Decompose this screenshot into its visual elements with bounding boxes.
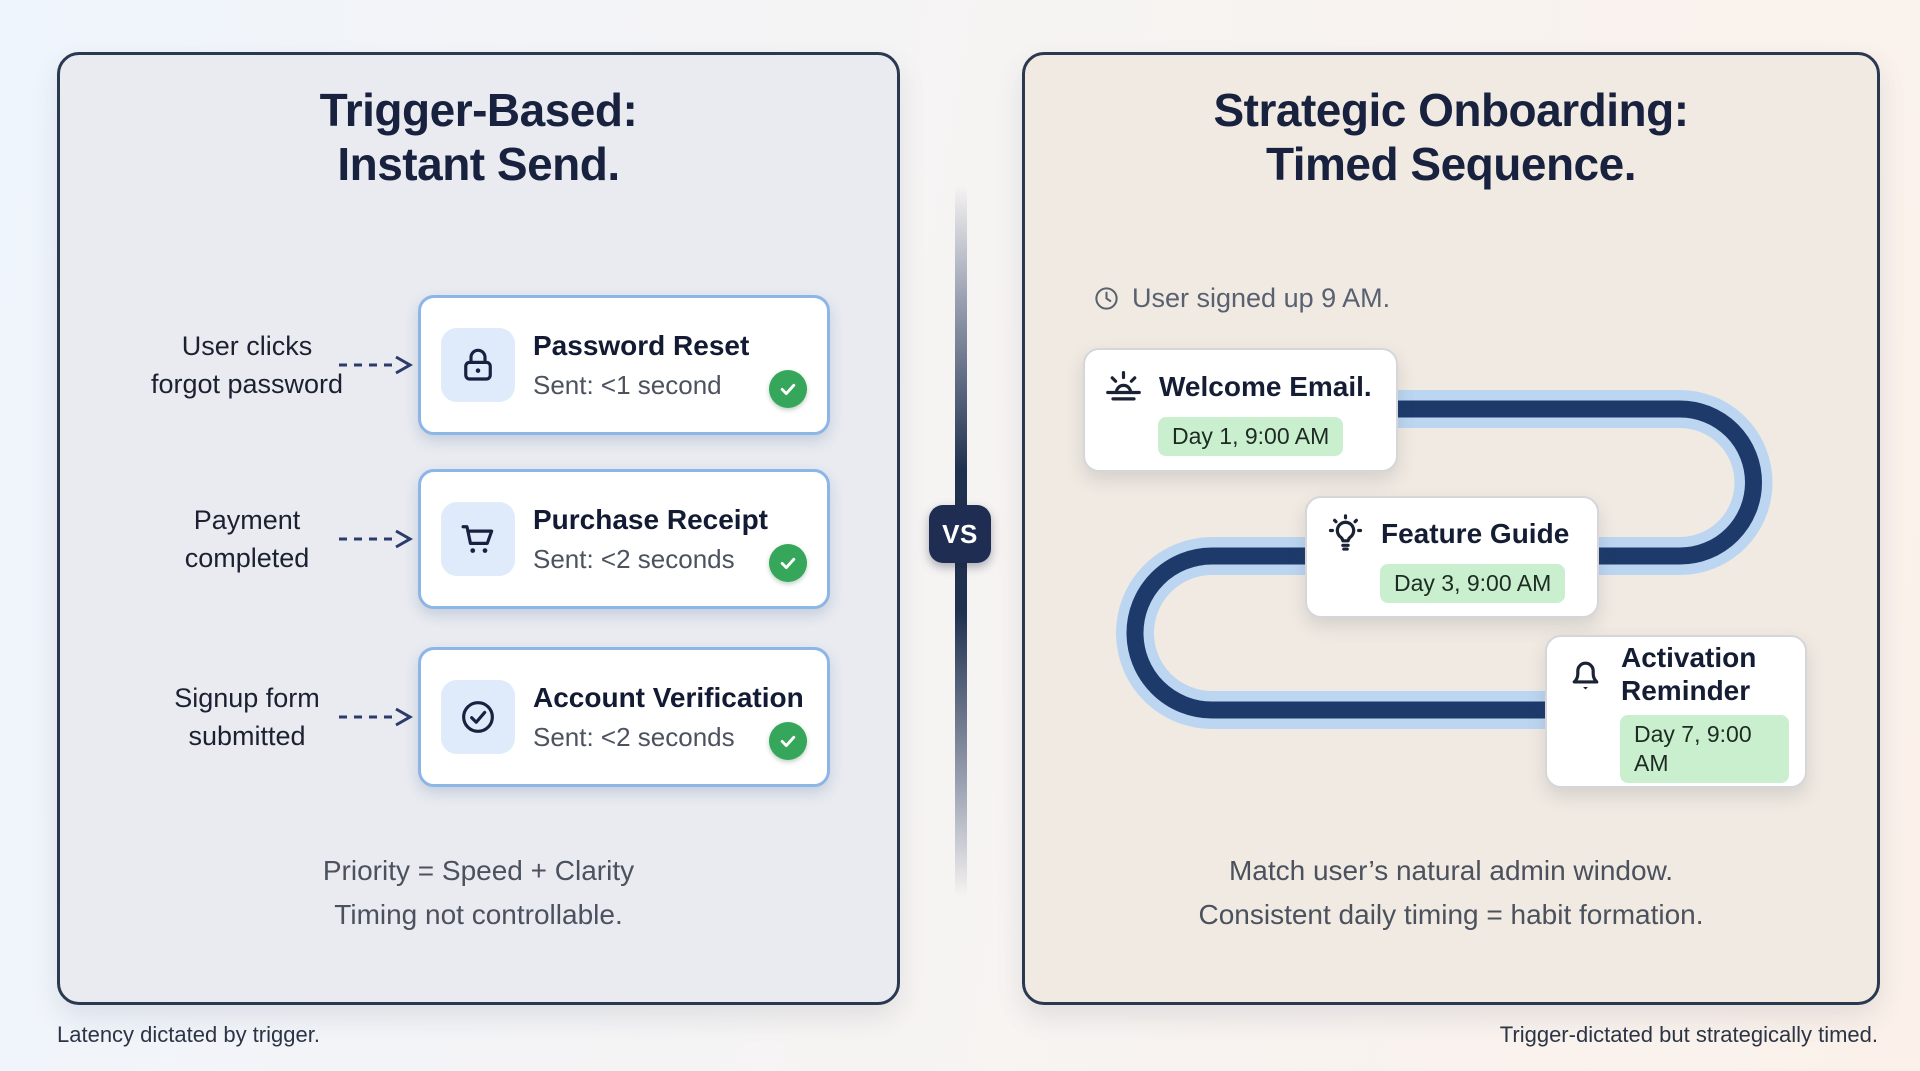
- cart-icon: [441, 502, 515, 576]
- lightbulb-icon: [1323, 511, 1368, 556]
- success-check-icon: [769, 722, 807, 760]
- step-title: Activation Reminder: [1621, 641, 1757, 706]
- email-card-text: Password Reset Sent: <1 second: [533, 329, 749, 401]
- email-card-text: Purchase Receipt Sent: <2 seconds: [533, 503, 768, 575]
- email-card-account-verification: Account Verification Sent: <2 seconds: [418, 647, 830, 787]
- email-sent-time: Sent: <2 seconds: [533, 544, 735, 574]
- step-schedule-badge: Day 3, 9:00 AM: [1380, 564, 1566, 603]
- right-summary-line1: Match user’s natural admin window.: [1228, 855, 1674, 886]
- check-circle-icon: [441, 680, 515, 754]
- trigger-label-line: forgot password: [150, 369, 344, 399]
- step-card-feature-guide: Feature Guide Day 3, 9:00 AM: [1305, 496, 1599, 618]
- right-title-line1: Strategic Onboarding:: [1213, 84, 1689, 136]
- email-sent-time: Sent: <2 seconds: [533, 722, 735, 752]
- success-check-icon: [769, 370, 807, 408]
- trigger-label-payment: Payment completed: [97, 501, 397, 577]
- lock-icon: [441, 328, 515, 402]
- email-sent-time: Sent: <1 second: [533, 370, 722, 400]
- email-card-password-reset: Password Reset Sent: <1 second: [418, 295, 830, 435]
- step-title: Feature Guide: [1381, 518, 1570, 549]
- right-title-line2: Timed Sequence.: [1265, 138, 1637, 190]
- left-title-line1: Trigger-Based:: [319, 84, 638, 136]
- signup-note: User signed up 9 AM.: [1093, 283, 1390, 314]
- step-card-activation-reminder: Activation Reminder Day 7, 9:00 AM: [1545, 635, 1807, 788]
- trigger-label-line: Signup form: [174, 683, 320, 713]
- sunrise-icon: [1101, 364, 1146, 409]
- step-row: Feature Guide: [1323, 511, 1581, 556]
- step-card-welcome-email: Welcome Email. Day 1, 9:00 AM: [1083, 348, 1398, 472]
- trigger-label-signup: Signup form submitted: [97, 679, 397, 755]
- left-panel-summary: Priority = Speed + Clarity Timing not co…: [60, 849, 897, 937]
- left-summary-line1: Priority = Speed + Clarity: [322, 855, 635, 886]
- trigger-label-forgot-password: User clicks forgot password: [97, 327, 397, 403]
- step-pill-wrap: Day 1, 9:00 AM: [1158, 417, 1380, 456]
- footer-right: Trigger-dictated but strategically timed…: [1499, 1022, 1878, 1047]
- right-panel-summary: Match user’s natural admin window. Consi…: [1025, 849, 1877, 937]
- right-summary-line2: Consistent daily timing = habit formatio…: [1198, 899, 1704, 930]
- email-title: Purchase Receipt: [533, 504, 768, 535]
- trigger-label-line: User clicks: [181, 331, 313, 361]
- step-pill-wrap: Day 3, 9:00 AM: [1380, 564, 1581, 603]
- clock-icon: [1093, 285, 1120, 312]
- step-schedule-badge: Day 7, 9:00 AM: [1620, 714, 1789, 783]
- success-check-icon: [769, 544, 807, 582]
- dashed-arrow-icon: [339, 355, 414, 375]
- left-summary-line2: Timing not controllable.: [334, 899, 623, 930]
- vs-badge: VS: [929, 505, 991, 563]
- email-title: Account Verification: [533, 682, 804, 713]
- left-title-line2: Instant Send.: [337, 138, 620, 190]
- trigger-label-line: completed: [184, 543, 310, 573]
- bell-icon: [1563, 651, 1608, 696]
- email-card-text: Account Verification Sent: <2 seconds: [533, 681, 804, 753]
- dashed-arrow-icon: [339, 707, 414, 727]
- step-title: Welcome Email.: [1159, 371, 1372, 402]
- left-panel-title: Trigger-Based: Instant Send.: [60, 83, 897, 191]
- trigger-label-line: submitted: [188, 721, 306, 751]
- trigger-based-panel: Trigger-Based: Instant Send. User clicks…: [57, 52, 900, 1005]
- strategic-onboarding-panel: Strategic Onboarding: Timed Sequence. Us…: [1022, 52, 1880, 1005]
- dashed-arrow-icon: [339, 529, 414, 549]
- step-schedule-badge: Day 1, 9:00 AM: [1158, 417, 1344, 456]
- email-card-purchase-receipt: Purchase Receipt Sent: <2 seconds: [418, 469, 830, 609]
- signup-note-text: User signed up 9 AM.: [1132, 283, 1391, 313]
- step-row: Welcome Email.: [1101, 364, 1380, 409]
- step-row: Activation Reminder: [1563, 641, 1789, 707]
- email-title: Password Reset: [533, 330, 750, 361]
- footer-left: Latency dictated by trigger.: [57, 1022, 320, 1047]
- step-pill-wrap: Day 7, 9:00 AM: [1620, 714, 1789, 783]
- trigger-label-line: Payment: [193, 505, 301, 535]
- right-panel-title: Strategic Onboarding: Timed Sequence.: [1025, 83, 1877, 191]
